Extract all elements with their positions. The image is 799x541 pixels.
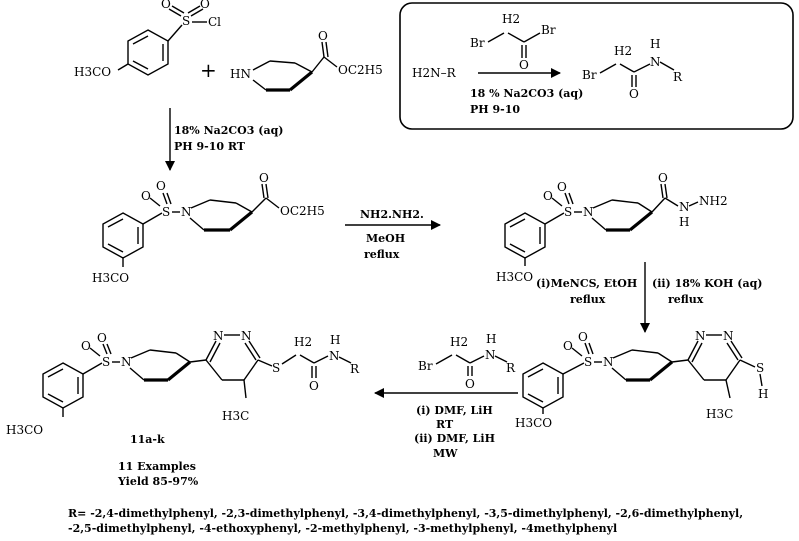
nitrogen-label: N	[213, 329, 224, 343]
step2-condition-2: MeOH	[366, 232, 405, 245]
nitrogen-label: N	[241, 329, 252, 343]
inset-condition-2: PH 9-10	[470, 103, 520, 116]
methoxy-label: H3CO	[74, 65, 111, 79]
nh-h-label: H	[486, 332, 496, 346]
product-yield: Yield 85-97%	[117, 475, 199, 488]
bromine-label: Br	[470, 36, 485, 50]
nitrogen-label: N	[485, 348, 496, 362]
oxygen-label: O	[519, 58, 529, 72]
step2-condition-3: reflux	[364, 248, 400, 261]
methoxy-label: H3CO	[6, 423, 43, 437]
thiol-s-label: S	[756, 361, 764, 375]
nitrogen-label: N	[603, 355, 614, 369]
h2-label: H2	[450, 335, 468, 349]
step3-condition-i-1: (i)MeNCS, EtOH	[536, 277, 637, 290]
r-group-footnote: R= -2,4-dimethylphenyl, -2,3-dimethylphe…	[68, 507, 744, 535]
oxygen-label: O	[465, 377, 475, 391]
h2-label: H2	[502, 12, 520, 26]
step1-condition-2: PH 9-10 RT	[174, 140, 246, 153]
ester-label: OC2H5	[280, 204, 325, 218]
nh2-label: NH2	[699, 194, 728, 208]
methoxy-label: H3CO	[496, 270, 533, 284]
step3-condition-ii-1: (ii) 18% KOH (aq)	[652, 277, 762, 290]
sulfonyl-ester-structure: H3CO S O O N O OC2H5	[92, 171, 325, 285]
step4-condition-3: (ii) DMF, LiH	[414, 432, 495, 445]
step4-condition-2: RT	[436, 418, 454, 431]
sulfur-label: S	[102, 355, 110, 369]
step4-condition-4: MW	[433, 447, 458, 460]
oxygen-label: O	[557, 180, 567, 194]
nh-h-label: H	[679, 215, 689, 229]
thioether-s-label: S	[272, 361, 280, 375]
product-code: 11a-k	[130, 433, 165, 446]
ester-label: OC2H5	[338, 63, 383, 77]
bromoacetamide-reagent: Br H2 O H N R	[418, 332, 516, 391]
hn-label: HN	[230, 67, 251, 81]
sulfonyl-chloride-structure: S O O Cl H3CO	[74, 0, 221, 79]
sulfur-label: S	[162, 205, 170, 219]
oxygen-label: O	[161, 0, 171, 11]
ethyl-isonipecotate-structure: HN O OC2H5	[230, 29, 383, 92]
plus-sign: +	[200, 58, 217, 82]
h2-label: H2	[614, 44, 632, 58]
oxygen-label: O	[81, 339, 91, 353]
oxygen-label: O	[200, 0, 210, 11]
sulfur-label: S	[182, 14, 190, 28]
r-label: R	[506, 361, 516, 375]
nh-h-label: H	[330, 333, 340, 347]
bromine-label: Br	[582, 68, 597, 82]
oxygen-label: O	[543, 189, 553, 203]
methoxy-label: H3CO	[515, 416, 552, 430]
oxygen-label: O	[156, 179, 166, 193]
methoxy-label: H3CO	[92, 271, 129, 285]
nitrogen-label: N	[650, 55, 661, 69]
nh-h-label: H	[650, 37, 660, 51]
nitrogen-label: N	[695, 329, 706, 343]
nitrogen-label: N	[583, 205, 594, 219]
nitrogen-label: N	[679, 200, 690, 214]
r-label: R	[350, 362, 360, 376]
nitrogen-label: N	[723, 329, 734, 343]
bromine-label: Br	[541, 23, 556, 37]
methyl-label: H3C	[706, 407, 733, 421]
bromine-label: Br	[418, 359, 433, 373]
oxygen-label: O	[141, 189, 151, 203]
oxygen-label: O	[658, 171, 668, 185]
oxygen-label: O	[578, 330, 588, 344]
final-product-structure: H3CO S O O N N N H3C S H2	[6, 329, 360, 437]
nitrogen-label: N	[121, 355, 132, 369]
oxygen-label: O	[97, 331, 107, 345]
r-label: R	[673, 70, 683, 84]
triazole-thiol-structure: H3CO S O O N N N H3C S H	[515, 329, 768, 430]
amine-label: H2N–R	[412, 66, 457, 80]
step2-condition-1: NH2.NH2.	[360, 208, 424, 221]
oxygen-label: O	[563, 339, 573, 353]
thiol-h-label: H	[758, 387, 768, 401]
chlorine-label: Cl	[208, 15, 221, 29]
step4-condition-1: (i) DMF, LiH	[416, 404, 493, 417]
oxygen-label: O	[309, 379, 319, 393]
nitrogen-label: N	[329, 349, 340, 363]
hydrazide-structure: H3CO S O O N O N H NH2	[496, 171, 728, 284]
step1-condition-1: 18% Na2CO3 (aq)	[174, 124, 283, 137]
h2-label: H2	[294, 335, 312, 349]
sulfur-label: S	[564, 205, 572, 219]
nitrogen-label: N	[181, 205, 192, 219]
product-examples: 11 Examples	[118, 460, 196, 473]
step3-condition-i-2: reflux	[570, 293, 606, 306]
inset-box: Br H2 Br O H2N–R 18 % Na2CO3 (aq) PH 9-1…	[399, 2, 794, 130]
oxygen-label: O	[629, 87, 639, 101]
carbonyl-oxygen-label: O	[318, 29, 328, 43]
sulfur-label: S	[584, 355, 592, 369]
oxygen-label: O	[259, 171, 269, 185]
inset-condition-1: 18 % Na2CO3 (aq)	[470, 87, 583, 100]
step3-condition-ii-2: reflux	[668, 293, 704, 306]
methyl-label: H3C	[222, 409, 249, 423]
